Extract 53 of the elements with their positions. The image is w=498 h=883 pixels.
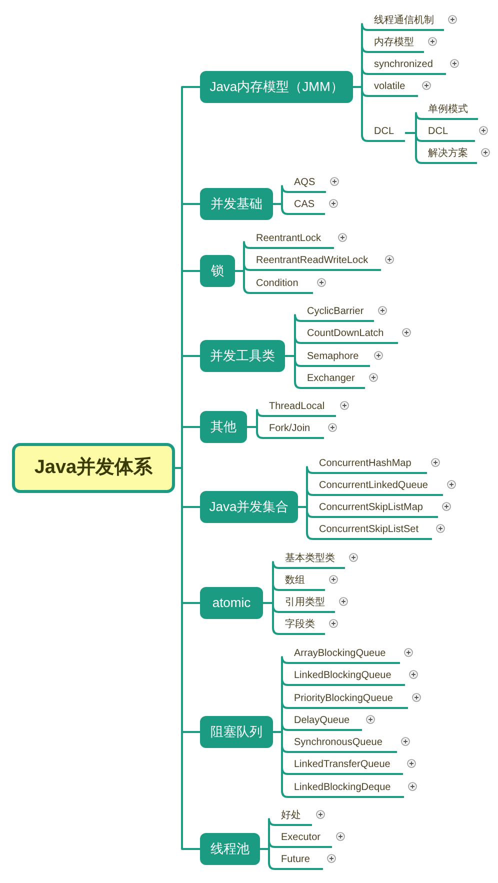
connector-line — [175, 467, 200, 850]
subtopic-label: 单例模式 — [422, 102, 478, 120]
root-topic-box: Java并发体系 — [12, 443, 175, 493]
subtopic-label: PriorityBlockingQueue — [288, 691, 408, 709]
subtopic-label: CAS — [288, 197, 325, 215]
subtopic-label: LinkedBlockingDeque — [288, 780, 404, 798]
subtopic-label: SynchronousQueue — [288, 735, 397, 753]
subtopic-label: Executor — [275, 830, 332, 848]
subtopic-label: 引用类型 — [279, 595, 335, 613]
subtopic-label: 基本类型类 — [279, 551, 345, 569]
subtopic-label: LinkedBlockingQueue — [288, 668, 405, 686]
subtopic-label: CountDownLatch — [301, 326, 398, 344]
subtopic-label: 好处 — [275, 808, 312, 826]
subtopic-label: Future — [275, 852, 323, 870]
subtopic-label: synchronized — [368, 57, 446, 75]
branch-topic-box: Java并发集合 — [200, 491, 298, 523]
subtopic-label: Fork/Join — [263, 421, 324, 439]
subtopic-label: ReentrantReadWriteLock — [250, 253, 381, 271]
branch-topic-box: 并发工具类 — [200, 340, 285, 372]
subtopic-label: ConcurrentHashMap — [313, 456, 427, 474]
subtopic-label: 字段类 — [279, 617, 325, 635]
subtopic-label: DCL — [422, 124, 475, 142]
branch-topic-box: 并发基础 — [200, 188, 273, 220]
connector-line — [260, 848, 276, 870]
subtopic-label: ConcurrentLinkedQueue — [313, 478, 443, 496]
branch-topic-box: 线程池 — [200, 833, 260, 865]
branch-topic-box: 锁 — [200, 255, 235, 287]
subtopic-label: 内存模型 — [368, 35, 424, 53]
subtopic-label: DCL — [368, 124, 405, 142]
subtopic-label: AQS — [288, 175, 326, 193]
subtopic-label: ConcurrentSkipListSet — [313, 522, 432, 540]
subtopic-label: ThreadLocal — [263, 399, 336, 417]
subtopic-label: Exchanger — [301, 371, 365, 389]
subtopic-label: ConcurrentSkipListMap — [313, 500, 438, 518]
branch-topic-box: 其他 — [200, 411, 247, 443]
connector-line — [273, 203, 288, 215]
subtopic-label: volatile — [368, 79, 418, 97]
subtopic-label: Condition — [250, 276, 313, 294]
subtopic-label: Semaphore — [301, 349, 370, 367]
subtopic-label: ReentrantLock — [250, 231, 334, 249]
connector-line — [298, 506, 314, 540]
connector-line — [235, 270, 250, 294]
subtopic-label: 解决方案 — [422, 146, 477, 164]
branch-topic-box: Java内存模型（JMM） — [200, 71, 353, 103]
branch-topic-box: atomic — [200, 587, 263, 619]
subtopic-label: DelayQueue — [288, 713, 362, 731]
subtopic-label: 数组 — [279, 573, 325, 591]
subtopic-label: CyclicBarrier — [301, 304, 374, 322]
connector-line — [405, 132, 422, 164]
branch-topic-box: 阻塞队列 — [200, 716, 273, 748]
subtopic-label: LinkedTransferQueue — [288, 757, 403, 775]
subtopic-label: ArrayBlockingQueue — [288, 646, 400, 664]
subtopic-label: 线程通信机制 — [368, 13, 444, 31]
